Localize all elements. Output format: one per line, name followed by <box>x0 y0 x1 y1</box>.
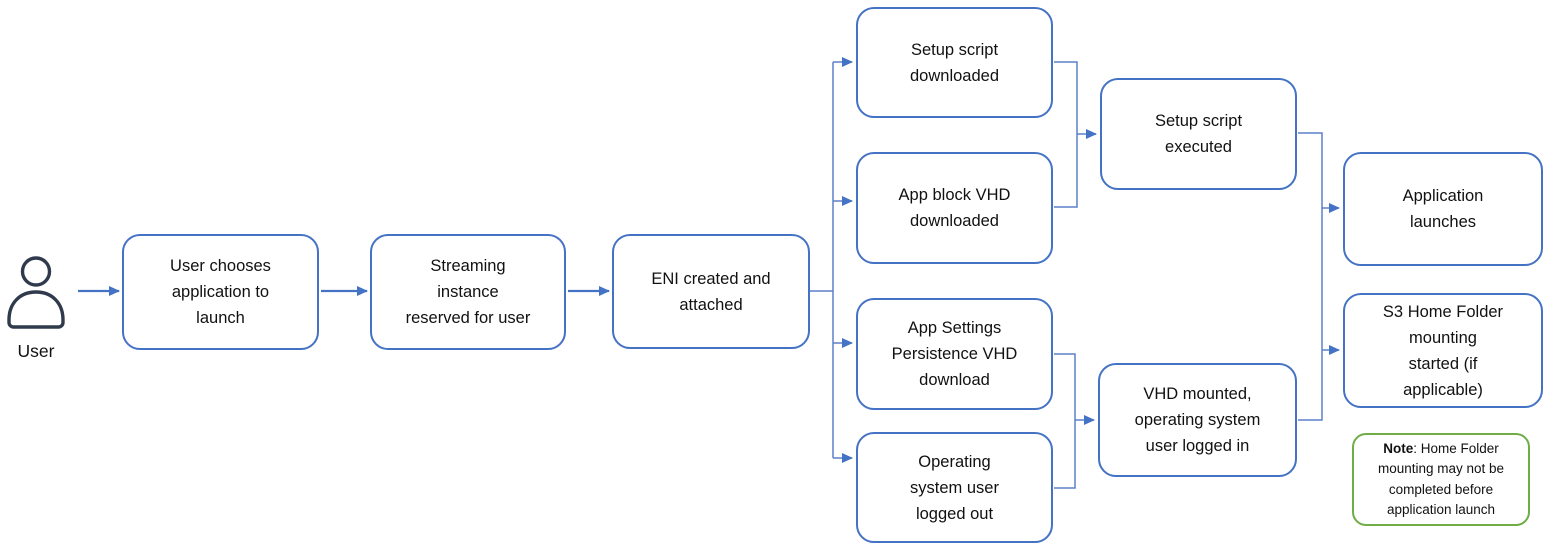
connector-merge-launch <box>1298 132 1340 421</box>
connector-merge-vhd <box>1054 353 1095 489</box>
node-label: S3 Home Folder mounting started (if appl… <box>1382 302 1504 399</box>
node-app-settings-persistence-vhd: App Settings Persistence VHD download <box>856 298 1053 410</box>
note-bold-label: Note <box>1383 440 1414 456</box>
node-app-block-vhd-downloaded: App block VHD downloaded <box>856 152 1053 264</box>
node-setup-script-downloaded: Setup script downloaded <box>856 7 1053 118</box>
person-icon <box>7 256 65 329</box>
note-home-folder-callout: Note: Home Folder mounting may not be co… <box>1352 433 1530 526</box>
node-s3-home-folder-mounting: S3 Home Folder mounting started (if appl… <box>1343 293 1543 408</box>
node-label: Setup script downloaded <box>910 40 999 85</box>
node-application-launches: Application launches <box>1343 152 1543 266</box>
node-os-user-logged-out: Operating system user logged out <box>856 432 1053 543</box>
node-label: Setup script executed <box>1154 112 1243 156</box>
node-vhd-mounted-user-logged-in: VHD mounted, operating system user logge… <box>1098 363 1297 477</box>
node-label: App Settings Persistence VHD download <box>891 319 1018 389</box>
note-text: Note: Home Folder mounting may not be co… <box>1374 437 1508 523</box>
node-label: App block VHD downloaded <box>898 186 1011 230</box>
node-label: Operating system user logged out <box>910 452 999 523</box>
node-user-chooses-application: User chooses application to launch <box>122 234 319 350</box>
note-rest-text: : Home Folder mounting may not be comple… <box>1377 440 1505 518</box>
node-setup-script-executed: Setup script executed <box>1100 78 1297 190</box>
node-label: ENI created and attached <box>651 269 771 314</box>
node-label: User chooses application to launch <box>170 257 271 327</box>
connector-merge-setup <box>1054 61 1097 208</box>
node-eni-created-attached: ENI created and attached <box>612 234 810 349</box>
node-label: Application launches <box>1402 187 1484 231</box>
connector-eni-split <box>810 57 853 463</box>
node-label: VHD mounted, operating system user logge… <box>1134 385 1261 455</box>
node-label: Streaming instance reserved for user <box>405 257 531 327</box>
node-streaming-instance-reserved: Streaming instance reserved for user <box>370 234 566 350</box>
actor-user-label: User <box>17 341 55 361</box>
